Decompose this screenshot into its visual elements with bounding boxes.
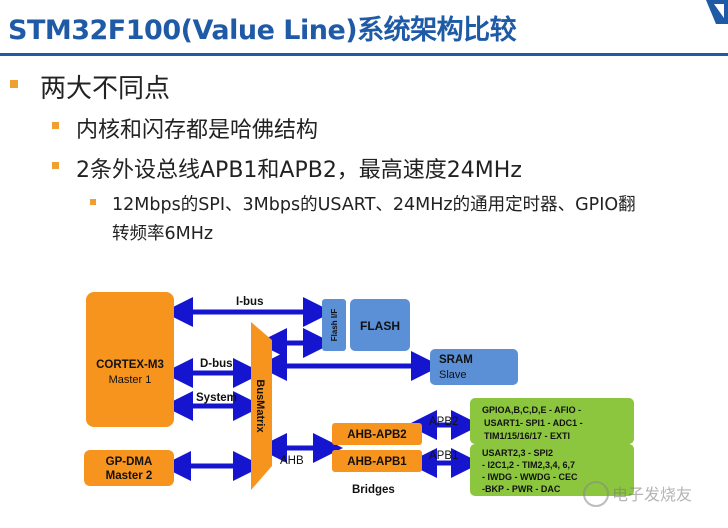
sram-name: SRAM	[439, 354, 473, 366]
bullet-level3-line2: 转频率6MHz	[112, 224, 214, 244]
dbus-label: D-bus	[200, 358, 233, 370]
apb2-peripherals-block: GPIOA,B,C,D,E - AFIO - USART1- SPI1 - AD…	[470, 398, 634, 444]
watermark-text: 电子发烧友	[612, 486, 692, 504]
dma-name: GP-DMA	[106, 456, 153, 468]
apb2-periph-line: GPIOA,B,C,D,E - AFIO -	[482, 405, 581, 415]
apb1-label: APB1	[429, 450, 458, 462]
bullet-level1: 两大不同点	[40, 74, 171, 104]
system-label: System	[196, 392, 237, 404]
ahb-label: AHB	[280, 455, 304, 467]
bridges-label: Bridges	[352, 484, 395, 496]
busmatrix-block: BusMatrix	[251, 322, 272, 490]
title-underline	[0, 53, 728, 56]
ibus-label: I-bus	[236, 296, 263, 308]
apb1-periph-line: -BKP - PWR - DAC	[482, 484, 561, 494]
cortex-name: CORTEX-M3	[96, 359, 164, 371]
ahb-apb2-block: AHB-APB2	[332, 423, 422, 445]
apb1-periph-line: - IWDG - WWDG - CEC	[482, 472, 578, 482]
bullet-marker-l3	[90, 199, 96, 205]
cortex-role: Master 1	[109, 374, 152, 386]
page-title: STM32F100(Value Line)系统架构比较	[8, 15, 517, 46]
cortex-m3-block: CORTEX-M3 Master 1	[86, 292, 174, 427]
st-logo-icon	[706, 0, 728, 24]
apb1-periph-line: - I2C1,2 - TIM2,3,4, 6,7	[482, 460, 575, 470]
dma-role: Master 2	[106, 470, 153, 482]
ahb-apb1-block: AHB-APB1	[332, 450, 422, 472]
apb1-peripherals-block: USART2,3 - SPI2 - I2C1,2 - TIM2,3,4, 6,7…	[470, 444, 634, 496]
bullet-marker-l2b	[52, 162, 59, 169]
ahb-apb2-label: AHB-APB2	[347, 429, 406, 441]
flash-if-label: Flash I/F	[330, 309, 339, 342]
bullet-level2-b: 2条外设总线APB1和APB2，最高速度24MHz	[76, 158, 522, 183]
busmatrix-label: BusMatrix	[254, 379, 266, 433]
flash-block: FLASH	[350, 299, 410, 351]
flash-if-block: Flash I/F	[322, 299, 346, 351]
bullet-level3-line1: 12Mbps的SPI、3Mbps的USART、24MHz的通用定时器、GPIO翻	[112, 195, 636, 215]
gp-dma-block: GP-DMA Master 2	[84, 450, 174, 486]
sram-role: Slave	[439, 369, 467, 381]
bullet-marker-l1	[10, 80, 18, 88]
flash-label: FLASH	[360, 319, 400, 333]
apb2-periph-line: USART1- SPI1 - ADC1 -	[484, 418, 583, 428]
apb2-periph-line: TIM1/15/16/17 - EXTI	[484, 431, 570, 441]
sram-block: SRAM Slave	[430, 349, 518, 385]
apb2-label: APB2	[429, 416, 458, 428]
ahb-apb1-label: AHB-APB1	[347, 456, 407, 468]
watermark: 电子发烧友	[583, 481, 692, 507]
bullet-marker-l2a	[52, 122, 59, 129]
apb1-periph-line: USART2,3 - SPI2	[482, 448, 553, 458]
bullet-level2-a: 内核和闪存都是哈佛结构	[76, 118, 319, 143]
